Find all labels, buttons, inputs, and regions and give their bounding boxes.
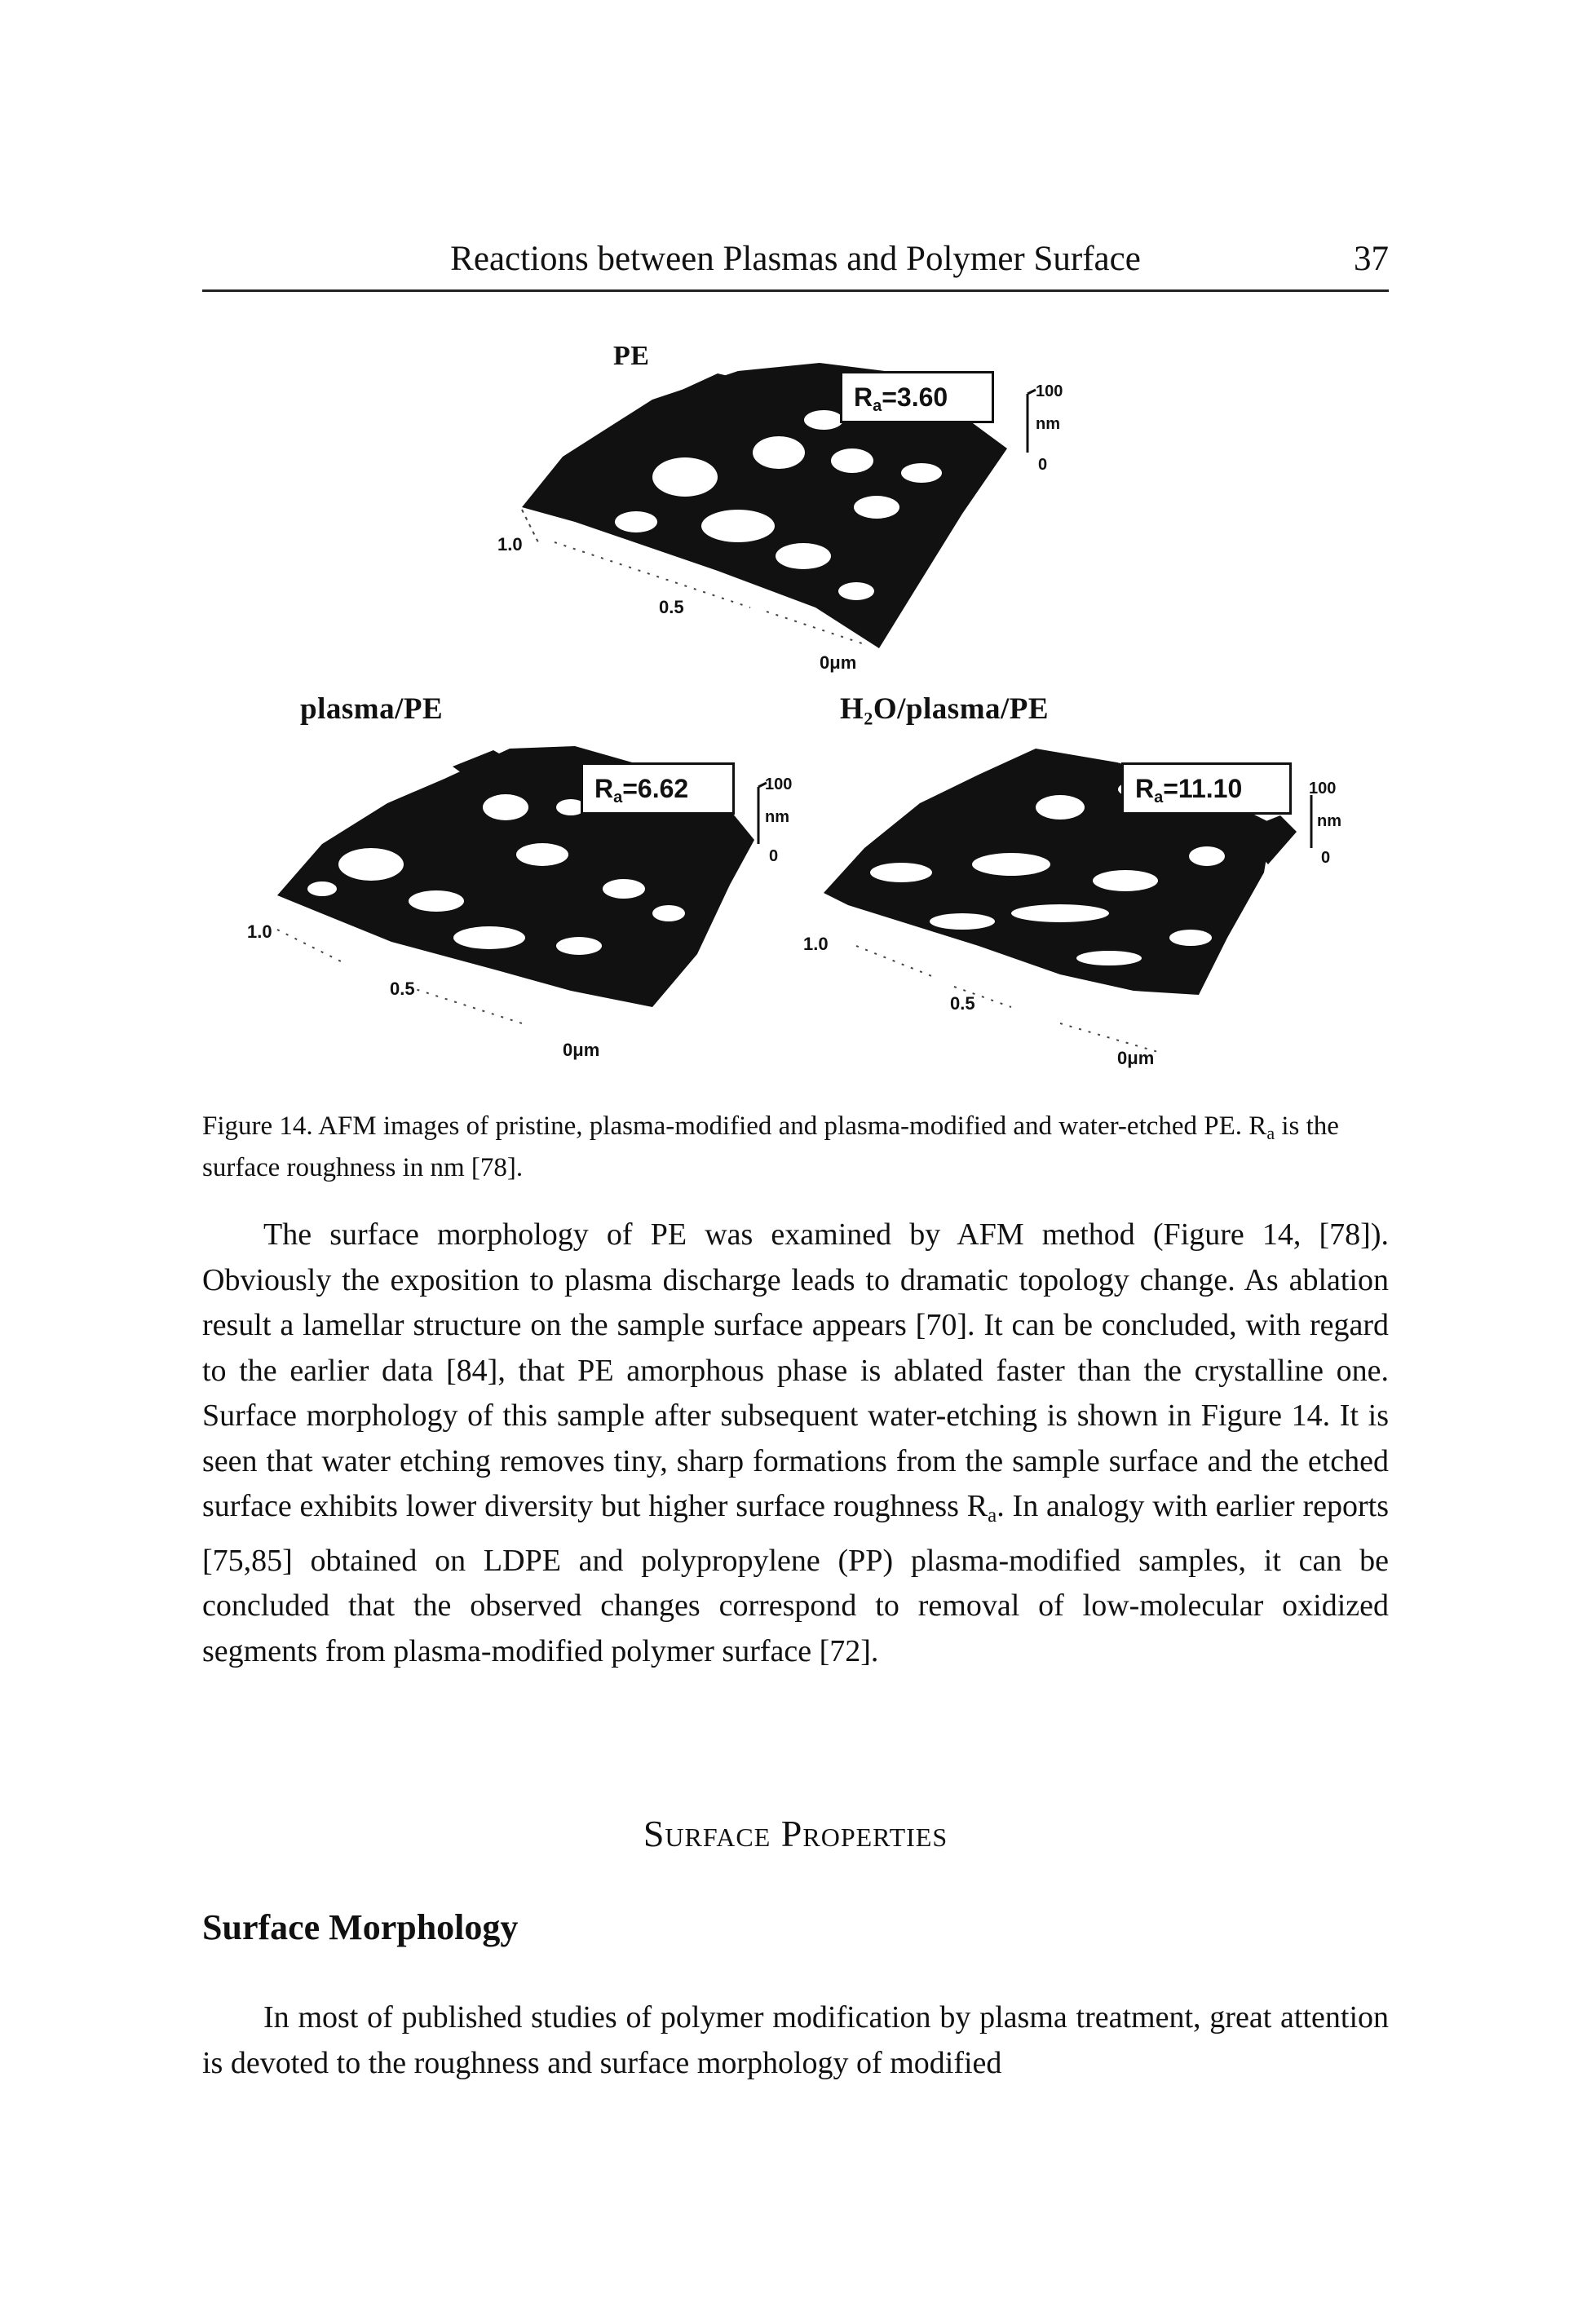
axis-origin: 0μm xyxy=(820,652,857,673)
scale-top: 100 xyxy=(765,775,793,793)
ra-symbol: R xyxy=(594,774,614,803)
caption-end: is the surface roughness in nm [78]. xyxy=(202,1111,1339,1182)
afm-surface-image xyxy=(521,363,1036,648)
paragraph: The surface morphology of PE was examine… xyxy=(202,1213,1389,1674)
caption-subscript: a xyxy=(1266,1123,1275,1143)
running-title: Reactions between Plasmas and Polymer Su… xyxy=(450,240,1141,278)
scale-bottom: 0 xyxy=(1038,456,1048,474)
scale-unit: nm xyxy=(1036,415,1060,433)
afm-panel-pe: PE Ra=3.60 xyxy=(0,0,1591,693)
figure-caption: Figure 14. AFM images of pristine, plasm… xyxy=(202,1109,1389,1185)
afm-panel-plasma-pe: plasma/PE Ra=6.62 xyxy=(0,0,1591,1085)
roughness-label: Ra=11.10 xyxy=(1121,762,1292,815)
body-paragraph-2: In most of published studies of polymer … xyxy=(202,1995,1389,2086)
paragraph-text-cont: . In analogy with earlier reports [75,85… xyxy=(202,1489,1389,1668)
page-number: 37 xyxy=(1354,240,1389,278)
paragraph: In most of published studies of polymer … xyxy=(202,2000,1389,2080)
axis-tick-2: 0.5 xyxy=(659,597,684,617)
axis-origin: 0μm xyxy=(563,1040,600,1060)
scale-unit: nm xyxy=(765,808,789,826)
ra-symbol: R xyxy=(854,382,873,412)
panel-label: PE xyxy=(613,341,650,371)
section-title: Surface Properties xyxy=(643,1813,948,1854)
axis-tick-1: 1.0 xyxy=(497,534,523,554)
scale-top: 100 xyxy=(1309,780,1337,797)
axis-tick-1: 1.0 xyxy=(803,934,829,954)
ra-subscript: a xyxy=(873,397,882,415)
body-paragraph-1: The surface morphology of PE was examine… xyxy=(202,1213,1389,1674)
paragraph-subscript: a xyxy=(988,1504,997,1527)
ra-subscript: a xyxy=(613,789,623,806)
axis-tick-2: 0.5 xyxy=(390,979,415,999)
roughness-label: Ra=3.60 xyxy=(840,371,994,423)
axis-tick-1: 1.0 xyxy=(247,921,272,942)
axis-tick-2: 0.5 xyxy=(950,993,975,1014)
ra-value: =11.10 xyxy=(1163,774,1243,803)
scale-top: 100 xyxy=(1036,382,1063,400)
running-head: Reactions between Plasmas and Polymer Su… xyxy=(202,232,1389,292)
caption-main: Figure 14. AFM images of pristine, plasm… xyxy=(202,1111,1267,1141)
panel-label: plasma/PE xyxy=(300,692,444,726)
paragraph-text: The surface morphology of PE was examine… xyxy=(202,1217,1389,1523)
roughness-label: Ra=6.62 xyxy=(581,762,735,815)
axis-origin: 0μm xyxy=(1117,1048,1155,1068)
ra-subscript: a xyxy=(1154,789,1164,806)
scale-bottom: 0 xyxy=(769,847,779,865)
panel-label: H₂O/plasma/PE xyxy=(840,692,1050,726)
ra-value: =6.62 xyxy=(622,774,689,803)
afm-surface-image xyxy=(824,749,1313,1053)
ra-value: =3.60 xyxy=(882,382,948,412)
scale-unit: nm xyxy=(1317,812,1341,830)
subsection-title: Surface Morphology xyxy=(202,1907,519,1947)
ra-symbol: R xyxy=(1135,774,1155,803)
scale-bottom: 0 xyxy=(1321,849,1331,867)
figure-14: PE Ra=3.60 xyxy=(0,0,1591,1109)
afm-panel-water-plasma-pe: H₂O/plasma/PE Ra=11.10 xyxy=(0,0,1591,1085)
